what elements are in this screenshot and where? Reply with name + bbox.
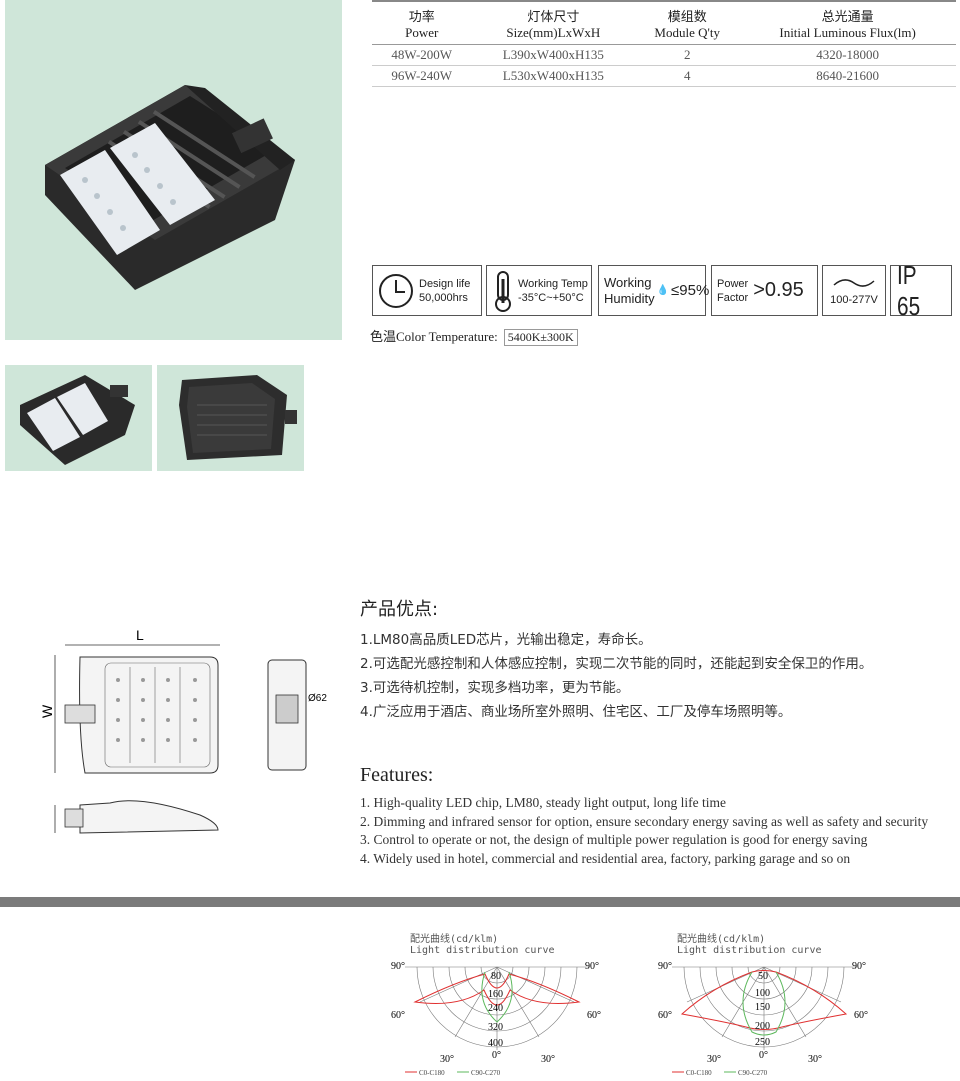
ring-label: 400: [488, 1038, 503, 1049]
power-factor-label: Power: [717, 277, 749, 290]
humidity-value: ≤95%: [671, 282, 710, 299]
table-cell: 2: [635, 44, 740, 66]
ring-label: 80: [491, 971, 501, 982]
power-factor-label: Factor: [717, 291, 749, 304]
table-cell: 4320-18000: [739, 44, 956, 66]
power-factor-value: >0.95: [753, 279, 804, 301]
curve-title-cn: 配光曲线(cd/klm): [677, 934, 766, 945]
angle-label: 60°: [587, 1010, 601, 1021]
angle-label: 0°: [759, 1050, 768, 1061]
dim-dia-label: Ø62: [308, 693, 327, 704]
curve-title-cn: 配光曲线(cd/klm): [410, 934, 499, 945]
product-thumbnail-2[interactable]: [157, 365, 304, 471]
list-item: 1.LM80高品质LED芯片，光输出稳定，寿命长。: [360, 632, 652, 648]
curve-title-en: Light distribution curve: [410, 945, 555, 956]
table-cell: L530xW400xH135: [471, 65, 636, 87]
color-temp-value: 5400K±300K: [503, 329, 578, 346]
dim-L-label: L: [136, 627, 144, 643]
working-temp-label: Working Temp: [518, 277, 588, 290]
ring-label: 100: [755, 988, 770, 999]
color-temp-row: 色温Color Temperature: 5400K±300K: [370, 326, 578, 346]
angle-label: 90°: [658, 961, 672, 972]
ip-rating-badge: IP 65: [890, 260, 952, 321]
angle-label: 90°: [585, 961, 599, 972]
table-cell: 8640-21600: [739, 65, 956, 87]
advantages-title: 产品优点:: [360, 599, 439, 620]
humidity-badge: Working Humidity 💧 ≤95%: [598, 265, 710, 316]
list-item: 2.可选配光感控制和人体感应控制，实现二次节能的同时，还能起到安全保卫的作用。: [360, 656, 873, 672]
product-thumbnail-1[interactable]: [5, 365, 152, 471]
working-temp-value: -35°C~+50°C: [518, 291, 584, 304]
curve-title-en: Light distribution curve: [677, 945, 822, 956]
angle-label: 90°: [391, 961, 405, 972]
angle-label: 30°: [541, 1054, 555, 1065]
table-cell: L390xW400xH135: [471, 44, 636, 66]
angle-label: 30°: [707, 1054, 721, 1065]
thermometer-icon: [495, 270, 511, 312]
design-life-label: Design life: [419, 277, 471, 290]
ring-label: 240: [488, 1003, 503, 1014]
voltage-badge: 100-277V: [822, 265, 886, 316]
table-cell: 96W-240W: [372, 65, 472, 87]
design-life-value: 50,000hrs: [419, 291, 468, 304]
angle-label: 90°: [852, 961, 866, 972]
voltage-value: 100-277V: [830, 293, 878, 306]
features-list: 1. High-quality LED chip, LM80, steady l…: [360, 794, 928, 868]
angle-label: 30°: [808, 1054, 822, 1065]
list-item: 3.可选待机控制，实现多档功率，更为节能。: [360, 680, 630, 696]
angle-label: 0°: [492, 1050, 501, 1061]
features-title: Features:: [360, 764, 434, 786]
ring-label: 160: [488, 989, 503, 1000]
list-item: 4. Widely used in hotel, commercial and …: [360, 850, 851, 866]
dim-W-label: W: [40, 704, 55, 718]
angle-label: 30°: [440, 1054, 454, 1065]
ring-label: 250: [755, 1037, 770, 1048]
table-row: 48W-200W L390xW400xH135 2 4320-18000: [372, 44, 956, 66]
legend-c90: C90-C270: [738, 1069, 768, 1077]
legend-c0: C0-C180: [419, 1069, 445, 1077]
humidity-label: Humidity: [604, 290, 655, 306]
ac-wave-icon: [833, 278, 875, 287]
clock-icon: [379, 273, 413, 308]
angle-label: 60°: [658, 1010, 672, 1021]
list-item: 3. Control to operate or not, the design…: [360, 832, 868, 847]
advantages-list: 1.LM80高品质LED芯片，光输出稳定，寿命长。 2.可选配光感控制和人体感应…: [360, 628, 872, 724]
color-temp-label: 色温Color Temperature:: [370, 329, 498, 344]
table-cell: 4: [635, 65, 740, 87]
section-divider-bar: [0, 897, 960, 907]
working-temp-badge: Working Temp-35°C~+50°C: [486, 265, 592, 316]
dimension-drawing: L W Ø62 H: [39, 625, 340, 860]
ring-label: 320: [488, 1022, 503, 1033]
ip-rating-value: IP 65: [897, 259, 921, 321]
list-item: 1. High-quality LED chip, LM80, steady l…: [360, 795, 726, 810]
list-item: 4.广泛应用于酒店、商业场所室外照明、住宅区、工厂及停车场照明等。: [360, 704, 792, 720]
table-cell: 48W-200W: [372, 44, 472, 66]
water-drop-icon: 💧: [656, 285, 670, 296]
light-curve-2: 配光曲线(cd/klm) Light distribution curve 90…: [652, 932, 882, 1081]
legend-c0: C0-C180: [686, 1069, 712, 1077]
angle-label: 60°: [854, 1010, 868, 1021]
ring-label: 200: [755, 1021, 770, 1032]
ring-label: 150: [755, 1002, 770, 1013]
list-item: 2. Dimming and infrared sensor for optio…: [360, 813, 929, 829]
light-curve-1: 配光曲线(cd/klm) Light distribution curve 90…: [385, 932, 615, 1081]
angle-label: 60°: [391, 1010, 405, 1021]
ring-label: 50: [758, 971, 768, 982]
humidity-label: Working: [604, 274, 652, 290]
legend-c90: C90-C270: [471, 1069, 501, 1077]
table-row: 96W-240W L530xW400xH135 4 8640-21600: [372, 65, 956, 87]
product-photo-main: [5, 0, 342, 340]
